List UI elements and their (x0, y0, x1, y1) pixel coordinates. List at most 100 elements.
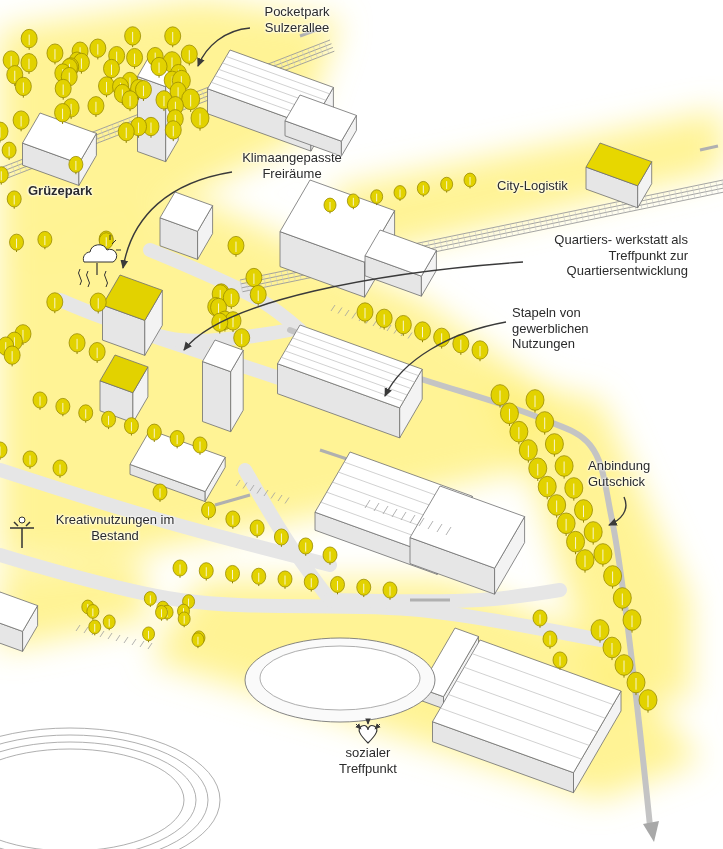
parking-stripe (410, 515, 415, 523)
tree-crown (124, 418, 138, 434)
heart-pointer (375, 724, 380, 729)
tree (199, 563, 213, 581)
roof-line (440, 708, 581, 759)
tree-branch (131, 422, 132, 431)
tree (125, 27, 141, 47)
tree (38, 231, 52, 249)
tree (2, 142, 16, 160)
rail-tie (201, 90, 205, 101)
rail-tie (481, 230, 483, 242)
cloud-icon (83, 245, 116, 262)
rail-tie (440, 239, 442, 251)
rail-tie (587, 208, 589, 220)
tree (526, 390, 544, 413)
tree-branch (423, 185, 424, 193)
rail-tie (269, 274, 271, 286)
tree-crown (278, 571, 292, 587)
tree-branch (583, 506, 584, 518)
parking (76, 305, 451, 649)
tree-branch (143, 86, 144, 96)
running-track (0, 749, 184, 849)
tree-crown (545, 434, 563, 455)
tree-branch (540, 615, 541, 624)
tree-crown (69, 334, 85, 352)
tree (576, 550, 594, 573)
tree-crown (536, 412, 554, 433)
tree-branch (554, 440, 555, 452)
tree-crown (304, 574, 318, 590)
running-track (0, 735, 208, 849)
tree-crown (250, 520, 264, 536)
rail-tie (101, 129, 105, 140)
parking-stripe (243, 483, 247, 489)
tree-branch (500, 391, 501, 403)
tree (153, 484, 167, 502)
tree-branch (22, 330, 23, 340)
tree-crown (90, 293, 106, 311)
building-roof (103, 275, 163, 320)
tree-branch (189, 50, 190, 60)
tree (613, 588, 631, 611)
tree (565, 478, 583, 501)
tree (226, 565, 240, 583)
tree (323, 547, 337, 565)
tree-branch (108, 416, 109, 425)
parking-stripe (140, 641, 144, 647)
tree-branch (311, 578, 312, 587)
tree-crown (557, 513, 575, 534)
tree-crown (441, 177, 453, 191)
tree-branch (98, 298, 99, 308)
tree-branch (172, 32, 173, 42)
tree-branch (330, 202, 331, 210)
tree-crown (192, 633, 204, 647)
parking-stripe (428, 521, 433, 529)
tree-branch (528, 446, 529, 458)
tree-branch (95, 102, 96, 112)
tree-crown (79, 405, 93, 421)
rail-tie (645, 196, 647, 208)
tree (170, 431, 184, 449)
tree (357, 303, 373, 323)
rail-tie (452, 236, 454, 248)
tree-branch (253, 274, 254, 284)
tree (604, 566, 622, 589)
tree-crown (615, 655, 633, 676)
tree-crown (226, 511, 240, 527)
map-label: Kreativnutzungen im Bestand (40, 512, 190, 543)
tree-crown (125, 27, 141, 45)
leader-arrow (609, 497, 626, 525)
tree (594, 544, 612, 567)
tree-branch (150, 595, 151, 603)
tree-crown (55, 104, 71, 122)
building (365, 230, 436, 296)
building-roof (130, 430, 225, 492)
icons (10, 235, 380, 743)
tree-crown (13, 111, 29, 129)
tree-branch (624, 661, 625, 673)
tree-crown (584, 522, 602, 543)
tree-crown (394, 186, 406, 200)
tree-crown (147, 424, 161, 440)
tree-crown (357, 303, 373, 321)
parking-stripe (338, 308, 342, 314)
rail-tie (287, 270, 289, 282)
tree-crown (10, 234, 24, 250)
tree-branch (241, 334, 242, 344)
tree-crown (324, 198, 336, 212)
building (103, 275, 163, 355)
tree-branch (9, 147, 10, 156)
tree (226, 511, 240, 529)
map-label: sozialer Treffpunkt (326, 745, 410, 776)
building (130, 430, 225, 502)
tree-crown (246, 268, 262, 286)
map-label: City-Logistik (497, 178, 587, 194)
tree (47, 44, 63, 64)
tree (347, 194, 359, 209)
rail-tie (522, 222, 524, 234)
leader-arrow (385, 322, 506, 396)
tree (10, 234, 24, 252)
rail-tie (106, 127, 110, 138)
rail-tie (112, 125, 116, 136)
tree (21, 29, 37, 49)
rail-tie (291, 55, 295, 66)
